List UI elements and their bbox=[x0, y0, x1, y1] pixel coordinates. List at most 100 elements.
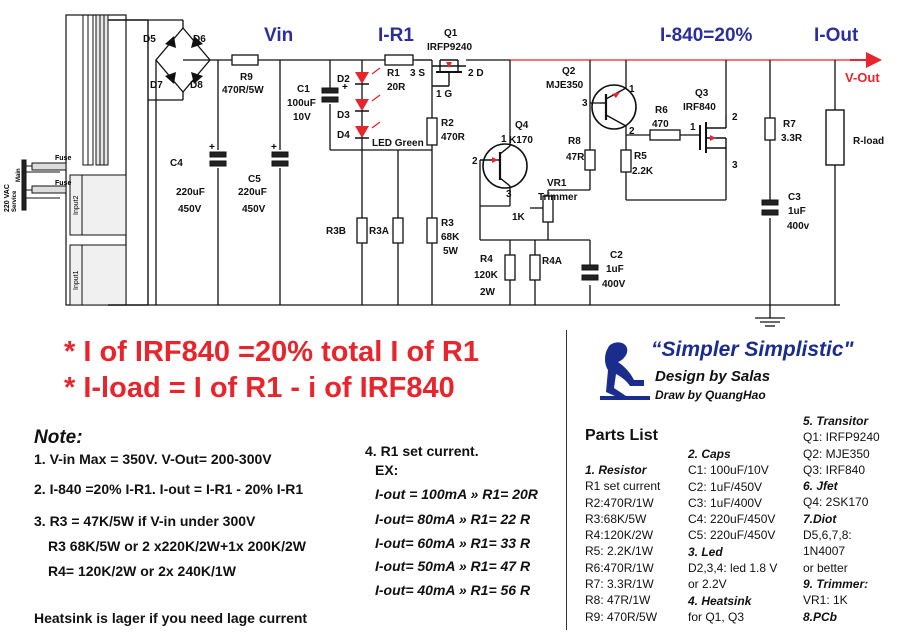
r1-value: 20R bbox=[387, 82, 406, 93]
parts-list-item: D2,3,4: led 1.8 V bbox=[688, 561, 778, 576]
c5-value2: 450V bbox=[242, 204, 266, 215]
q4-label: Q4 bbox=[515, 120, 529, 131]
r3b-label: R3B bbox=[326, 226, 346, 237]
q2-part: MJE350 bbox=[546, 80, 584, 91]
note-2: 2. I-840 =20% I-R1. I-out = I-R1 - 20% I… bbox=[34, 481, 304, 497]
r1-set-row: I-out= 40mA » R1= 56 R bbox=[375, 582, 531, 598]
q1-label: Q1 bbox=[444, 28, 458, 39]
parts-list-item: Q2: MJE350 bbox=[803, 446, 870, 461]
parts-list-item: C3: 1uF/400V bbox=[688, 495, 763, 510]
vr1-trimmer bbox=[542, 195, 554, 223]
r5-value: 2.2K bbox=[632, 166, 654, 177]
r3a-label: R3A bbox=[369, 226, 389, 237]
r3-value2: 5W bbox=[443, 246, 459, 257]
c4-value1: 220uF bbox=[176, 187, 205, 198]
parts-list-item: R7: 3.3R/1W bbox=[585, 577, 654, 592]
r4-value1: 120K bbox=[474, 270, 499, 281]
mains-main-label: Main bbox=[16, 168, 22, 182]
fuse1-label: Fuse bbox=[55, 155, 71, 162]
parts-list-title: Parts List bbox=[585, 427, 658, 444]
c3-label: C3 bbox=[788, 192, 801, 203]
parts-category-heading: 8.PCb bbox=[803, 609, 838, 624]
q1-part: IRFP9240 bbox=[427, 42, 472, 53]
r3b-resistor bbox=[356, 217, 368, 244]
c4-plus: + bbox=[209, 142, 215, 153]
led-green-label: LED Green bbox=[372, 138, 424, 149]
r2-label: R2 bbox=[441, 118, 454, 129]
parts-list-item: R6:470R/1W bbox=[585, 560, 654, 575]
r8-label: R8 bbox=[568, 136, 581, 147]
bridge-diodes bbox=[165, 36, 203, 84]
c1-label: C1 bbox=[297, 84, 310, 95]
r5-resistor bbox=[620, 149, 632, 173]
c1-value2: 10V bbox=[293, 112, 311, 123]
q2-pin2: 2 bbox=[629, 126, 635, 137]
parts-category-heading: 2. Caps bbox=[688, 447, 731, 461]
note-1: 1. V-in Max = 350V. V-Out= 200-300V bbox=[34, 451, 272, 467]
mains-220vac-label: 220 VAC bbox=[4, 184, 11, 212]
parts-category-heading: 3. Led bbox=[688, 544, 723, 559]
brand-title: “Simpler Simplistic" bbox=[651, 338, 854, 361]
d3-label: D3 bbox=[337, 110, 350, 121]
parts-list-item: Q4: 2SK170 bbox=[803, 495, 869, 510]
q1-pin-d: 2 D bbox=[468, 68, 484, 79]
parts-list-item: C4: 220uF/450V bbox=[688, 512, 776, 527]
q3-part: IRF840 bbox=[683, 102, 716, 113]
q4-part: K170 bbox=[509, 135, 533, 146]
parts-list-item: C5: 220uF/450V bbox=[688, 528, 776, 543]
r-load-label: R-load bbox=[853, 136, 884, 147]
r3a-resistor bbox=[392, 217, 404, 244]
q1-mosfet bbox=[416, 59, 466, 87]
r7-value: 3.3R bbox=[781, 133, 803, 144]
parts-category-heading: 1. Resistor bbox=[585, 463, 647, 477]
c3-value1: 1uF bbox=[788, 206, 806, 217]
c3-value2: 400v bbox=[787, 221, 810, 232]
r4-value2: 2W bbox=[480, 287, 496, 298]
brand-designer: Design by Salas bbox=[655, 368, 771, 385]
parts-list-item: VR1: 1K bbox=[803, 593, 848, 608]
v-out-label: V-Out bbox=[845, 70, 880, 85]
r2-value: 470R bbox=[441, 132, 466, 143]
q4-pin3: 3 bbox=[506, 189, 512, 200]
parts-list-item: R8: 47R/1W bbox=[585, 593, 651, 608]
parts-list-item: C2: 1uF/450V bbox=[688, 479, 763, 494]
r1-set-row: I-out= 80mA » R1= 22 R bbox=[375, 511, 531, 527]
r1-set-row: I-out= 60mA » R1= 33 R bbox=[375, 535, 531, 551]
parts-list-item: 1N4007 bbox=[803, 544, 846, 559]
r1-resistor bbox=[384, 54, 414, 66]
r2-resistor bbox=[426, 117, 438, 146]
vr1-label: VR1 bbox=[547, 178, 567, 189]
wiring bbox=[148, 19, 870, 327]
parts-category-heading: 7.Diot bbox=[803, 511, 837, 526]
r6-value: 470 bbox=[652, 119, 669, 130]
r9-label: R9 bbox=[240, 72, 253, 83]
r6-label: R6 bbox=[655, 105, 668, 116]
q1-pin-g: 1 G bbox=[436, 89, 452, 100]
parts-list-item: R4:120K/2W bbox=[585, 528, 654, 543]
r1-set-row: I-out = 100mA » R1= 20R bbox=[375, 486, 538, 502]
parts-category-heading: 5. Transitor bbox=[803, 414, 869, 428]
parts-list-item: D5,6,7,8: bbox=[803, 528, 852, 543]
i-r1-label: I-R1 bbox=[378, 25, 414, 46]
r8-value: 47R bbox=[566, 152, 585, 163]
heatsink-note: Heatsink is lager if you need lage curre… bbox=[34, 610, 308, 626]
parts-category-heading: 6. Jfet bbox=[803, 479, 838, 494]
input2-label: Input2 bbox=[73, 195, 80, 215]
d4-label: D4 bbox=[337, 130, 350, 141]
d5-label: D5 bbox=[143, 34, 156, 45]
d8-label: D8 bbox=[190, 80, 203, 91]
r5-label: R5 bbox=[634, 151, 647, 162]
r9-resistor bbox=[231, 54, 259, 66]
input1-label: Input1 bbox=[73, 270, 80, 290]
r1-label: R1 bbox=[387, 68, 400, 79]
r1-set-ex: EX: bbox=[375, 462, 399, 478]
q3-pin1: 1 bbox=[690, 122, 696, 133]
c2-value1: 1uF bbox=[606, 264, 624, 275]
r6-resistor bbox=[649, 129, 681, 141]
r3-label: R3 bbox=[441, 218, 454, 229]
note-3: 3. R3 = 47K/5W if V-in under 300V bbox=[34, 513, 256, 529]
parts-list-item: R9: 470R/5W bbox=[585, 609, 658, 624]
headline-2: * I-load = I of R1 - i of IRF840 bbox=[64, 372, 455, 404]
